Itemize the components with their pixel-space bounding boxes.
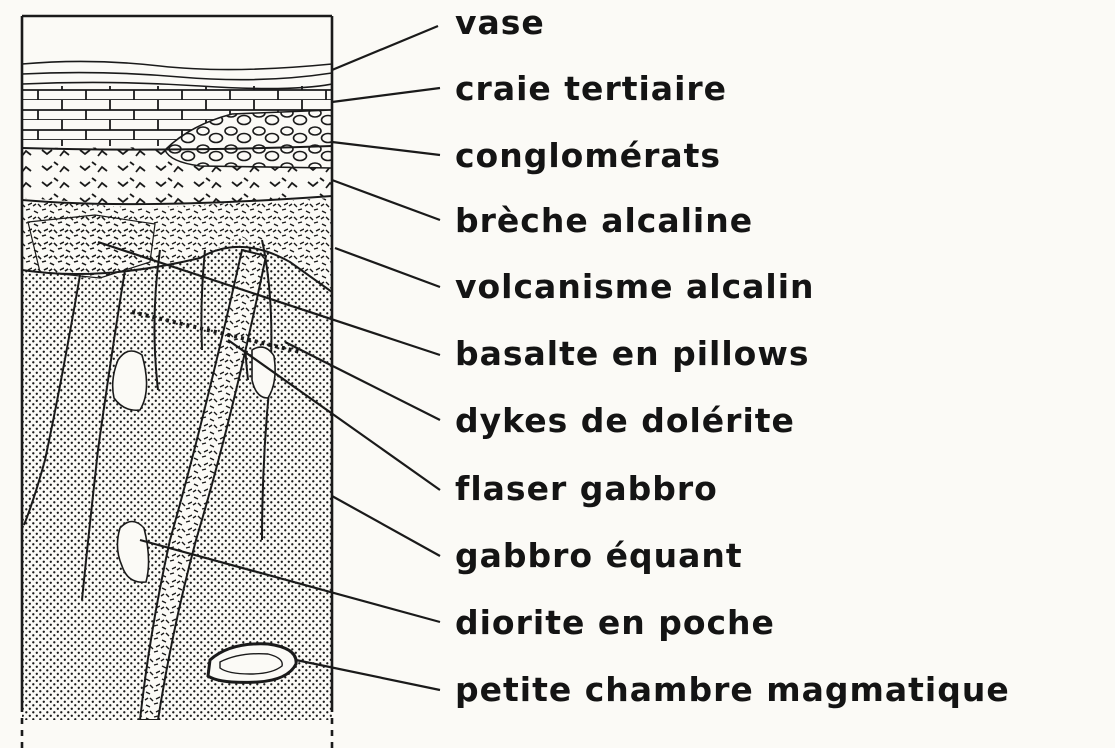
label-breche-alcaline: brèche alcaline xyxy=(455,204,753,237)
label-volcanisme-alcalin: volcanisme alcalin xyxy=(455,270,815,303)
label-dykes-de-dolerite: dykes de dolérite xyxy=(455,404,795,437)
label-diorite-en-poche: diorite en poche xyxy=(455,606,775,639)
leader-vase xyxy=(332,26,438,70)
label-conglomerats: conglomérats xyxy=(455,139,721,172)
label-gabbro-equant: gabbro équant xyxy=(455,539,743,572)
leader-gabbro-equant xyxy=(332,496,440,556)
leader-breche xyxy=(332,180,440,220)
label-petite-chambre-magmatique: petite chambre magmatique xyxy=(455,673,1010,706)
diorite-pocket-2 xyxy=(252,347,275,398)
label-flaser-gabbro: flaser gabbro xyxy=(455,472,718,505)
label-vase: vase xyxy=(455,6,545,39)
diorite-pocket-1 xyxy=(113,351,147,410)
label-basalte-en-pillows: basalte en pillows xyxy=(455,337,809,370)
leader-conglomerats xyxy=(332,142,440,155)
leader-volcanisme xyxy=(335,248,440,287)
leader-craie xyxy=(332,88,440,102)
mud-lines xyxy=(22,61,332,88)
label-craie-tertiaire: craie tertiaire xyxy=(455,72,727,105)
